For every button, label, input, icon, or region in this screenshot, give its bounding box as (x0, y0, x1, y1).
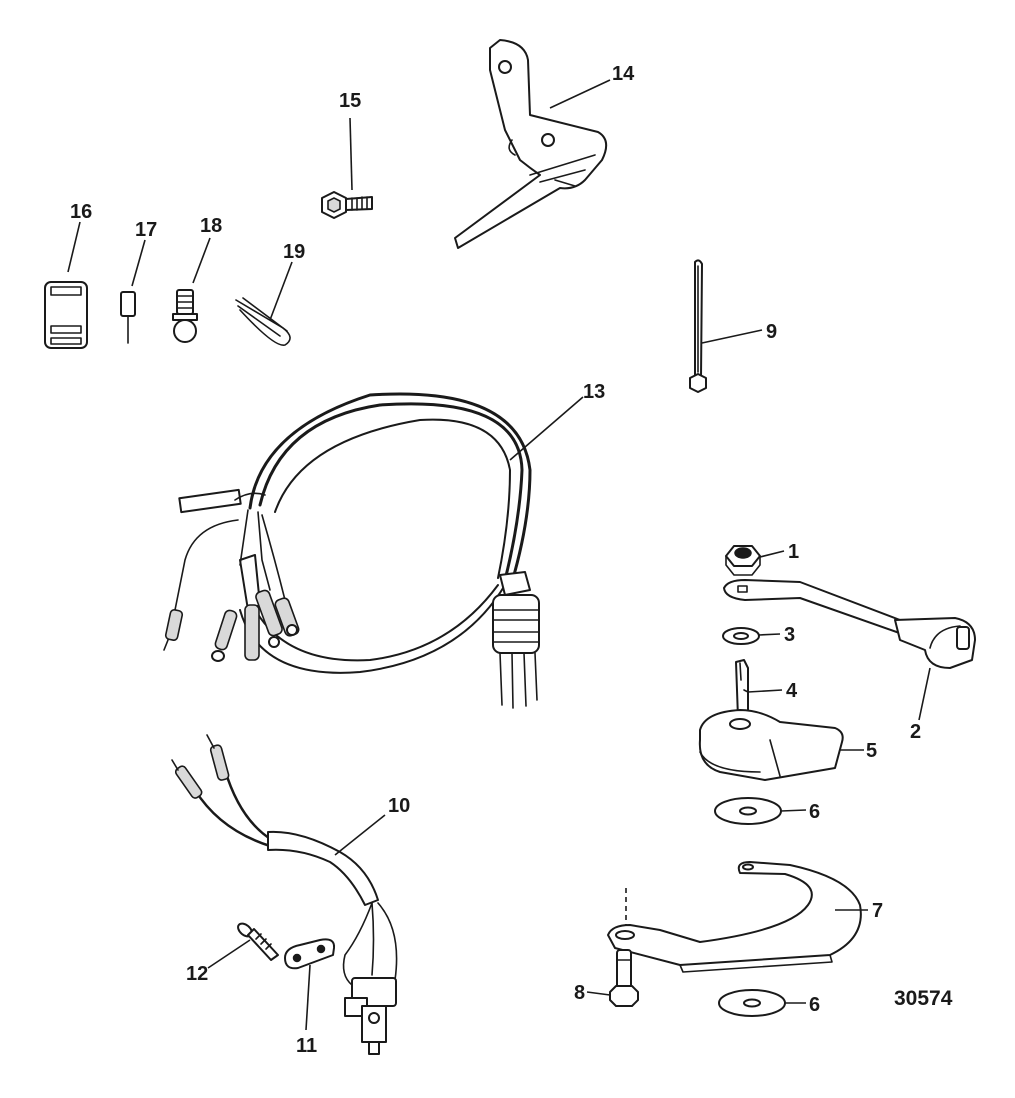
part-17-terminal (120, 291, 136, 344)
figure-reference-number: 30574 (894, 987, 953, 1010)
leader-4 (747, 689, 783, 693)
callout-18: 18 (200, 215, 222, 237)
part-6-washer-upper (714, 797, 782, 825)
callout-19: 19 (283, 241, 305, 263)
leader-8 (586, 991, 611, 996)
leader-16 (67, 221, 81, 273)
leader-1 (759, 550, 785, 558)
part-6-washer-lower (718, 989, 786, 1017)
leader-11 (305, 964, 311, 1031)
part-13-harness (163, 392, 540, 709)
leader-6a (780, 809, 807, 812)
part-12-screw (237, 922, 279, 961)
leader-15 (349, 117, 353, 191)
leader-10 (334, 814, 386, 856)
callout-12: 12 (186, 963, 208, 985)
part-16-clip (44, 281, 88, 349)
part-1-lock-nut (725, 545, 761, 576)
callout-11: 11 (296, 1035, 317, 1057)
leader-9 (701, 329, 763, 344)
callout-14: 14 (612, 63, 635, 85)
leader-14 (549, 79, 611, 109)
callout-10: 10 (388, 795, 410, 817)
part-14-bracket (454, 39, 608, 249)
callout-1: 1 (788, 541, 799, 563)
callout-6-lower: 6 (809, 994, 820, 1016)
part-5-cam (698, 709, 844, 781)
leader-17 (131, 239, 146, 287)
callout-7: 7 (872, 900, 883, 922)
leader-13 (509, 396, 584, 461)
part-7-arc-plate (607, 861, 862, 973)
part-9-cable-tie (689, 259, 707, 393)
part-10-switch-harness (171, 734, 398, 1055)
leader-18 (192, 237, 211, 284)
callout-8: 8 (574, 982, 585, 1004)
callout-3: 3 (784, 624, 795, 646)
callout-17: 17 (135, 219, 157, 241)
part-11-plate (284, 938, 336, 970)
part-18-ball-stud (172, 289, 198, 343)
callout-13: 13 (583, 381, 605, 403)
part-8-shoulder-bolt (609, 949, 639, 1007)
leader-12 (207, 939, 251, 969)
part-19-cotter-pin (235, 297, 291, 346)
leader-3 (758, 633, 781, 636)
callout-2: 2 (910, 721, 921, 743)
leader-2 (918, 667, 931, 721)
part-15-bolt (321, 191, 373, 219)
leader-19 (269, 261, 293, 321)
part-3-washer (722, 627, 760, 645)
callout-16: 16 (70, 201, 92, 223)
callout-15: 15 (339, 90, 361, 112)
callout-5: 5 (866, 740, 877, 762)
callout-9: 9 (766, 321, 777, 343)
callout-4: 4 (786, 680, 798, 702)
part-2-lever (723, 579, 976, 669)
callout-6-upper: 6 (809, 801, 820, 823)
